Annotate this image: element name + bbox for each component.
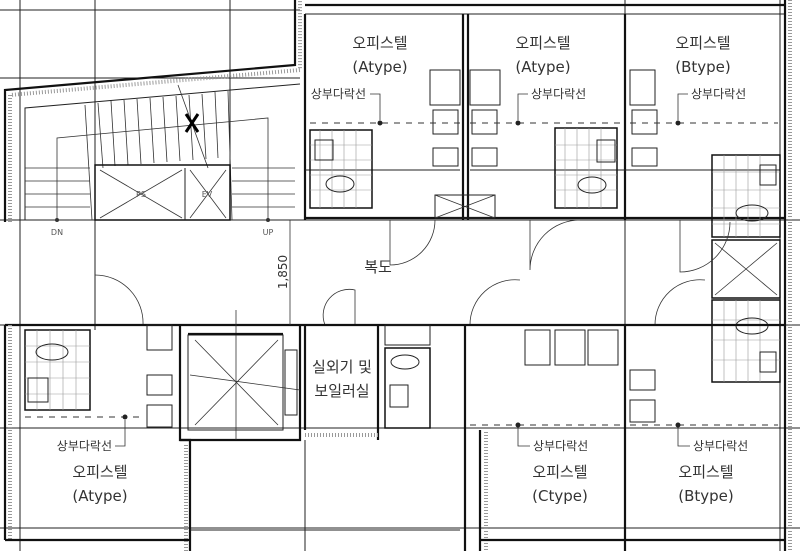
attic-line-label: 상부다락선 bbox=[533, 439, 588, 453]
unit-name: 오피스텔 bbox=[532, 463, 587, 481]
attic-line-label: 상부다락선 bbox=[57, 439, 112, 453]
unit-type: (Atype) bbox=[515, 58, 570, 76]
kitchen-top bbox=[429, 69, 658, 219]
top-wall bbox=[305, 0, 792, 551]
unit-type: (Btype) bbox=[678, 487, 734, 505]
bottom-unit-walls bbox=[3, 323, 785, 551]
stair-core: PS EV DN UP bbox=[3, 0, 302, 237]
top-unit-walls bbox=[303, 14, 785, 220]
unit-bottom-b: 상부다락선 오피스텔 (Btype) bbox=[678, 439, 748, 505]
bathroom-top-a2 bbox=[554, 127, 618, 209]
unit-name: 오피스텔 bbox=[675, 34, 730, 52]
bathroom-bottom-a bbox=[24, 324, 173, 428]
dimension-label: 1,850 bbox=[276, 255, 290, 289]
shaft-label-ev: EV bbox=[202, 190, 213, 199]
unit-bottom-c: 상부다락선 오피스텔 (Ctype) bbox=[532, 439, 588, 505]
unit-name: 오피스텔 bbox=[72, 463, 127, 481]
attic-line-label: 상부다락선 bbox=[531, 87, 586, 101]
corridor-label: 복도 bbox=[364, 258, 392, 276]
doors bbox=[94, 219, 731, 326]
unit-type: (Atype) bbox=[352, 58, 407, 76]
unit-top-a1: 오피스텔 (Atype) 상부다락선 bbox=[311, 34, 408, 101]
shaft-label-ps: PS bbox=[136, 190, 146, 199]
attic-line-label: 상부다락선 bbox=[691, 87, 746, 101]
attic-line-label: 상부다락선 bbox=[311, 87, 366, 101]
unit-name: 오피스텔 bbox=[352, 34, 407, 52]
bathroom-top-a1 bbox=[309, 129, 373, 209]
elevator-shaft bbox=[187, 310, 301, 440]
bathroom-right bbox=[711, 154, 781, 383]
unit-type: (Ctype) bbox=[532, 487, 588, 505]
dimension-line: 1,850 bbox=[276, 220, 291, 325]
unit-type: (Atype) bbox=[72, 487, 127, 505]
unit-bottom-a: 상부다락선 오피스텔 (Atype) bbox=[57, 439, 128, 505]
stair-down-label: DN bbox=[51, 228, 63, 237]
unit-name: 오피스텔 bbox=[678, 463, 733, 481]
unit-type: (Btype) bbox=[675, 58, 731, 76]
bathroom-bottom-c bbox=[384, 324, 656, 429]
unit-top-b: 오피스텔 (Btype) 상부다락선 bbox=[675, 34, 746, 101]
boiler-room-label-line1: 실외기 및 bbox=[312, 358, 372, 376]
unit-name: 오피스텔 bbox=[515, 34, 570, 52]
stair-up-label: UP bbox=[263, 228, 274, 237]
attic-line-label: 상부다락선 bbox=[693, 439, 748, 453]
break-mark-icon bbox=[184, 113, 200, 133]
attic-lines bbox=[25, 93, 778, 447]
unit-top-a2: 오피스텔 (Atype) 상부다락선 bbox=[515, 34, 586, 101]
boiler-room-label-line2: 보일러실 bbox=[314, 382, 369, 400]
